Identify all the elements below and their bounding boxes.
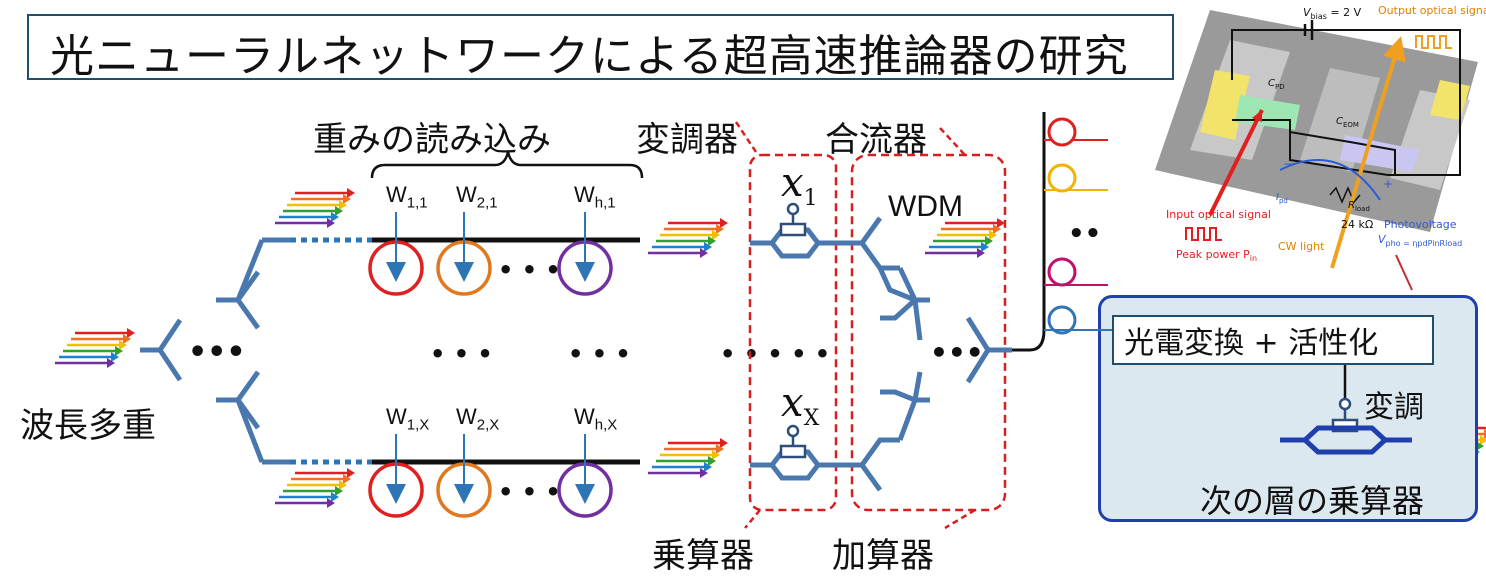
combiner-label: 合流器 [825, 120, 927, 160]
electrode-pad-bottom [786, 424, 800, 438]
ring-filter [1047, 305, 1077, 335]
svg-text:−: − [1283, 157, 1293, 171]
ellipsis-left: ••• [188, 335, 246, 370]
multiplier-leader [744, 509, 761, 529]
v-pho-label: Vpho = ηpdPinRload [1378, 233, 1463, 249]
ellipsis-mid-1: • • • [430, 340, 493, 368]
modulation-label: 変調 [1364, 390, 1424, 425]
next-layer-label: 次の層の乗算器 [1200, 482, 1425, 520]
ellipsis-combiner: ••• [930, 336, 984, 369]
multiplier-label: 乗算器 [652, 536, 754, 576]
input-xx-label: xX [781, 380, 820, 431]
ring-filter [1047, 163, 1077, 193]
weight-brace [370, 151, 644, 179]
peak-power-label: Peak power Pin [1176, 248, 1258, 264]
output-signal-label: Output optical signal [1378, 4, 1486, 17]
weight-label-2-1: W2,1 [456, 182, 498, 212]
weight-arrows [386, 212, 595, 504]
electrode-bottom [779, 444, 807, 459]
multiwavelength-input-top [273, 186, 359, 230]
svg-text:+: + [1383, 177, 1393, 191]
ellipsis-mid-3: • • • • • [720, 340, 830, 368]
adder-label: 加算器 [832, 536, 934, 576]
page-title: 光ニューラルネットワークによる超高速推論器の研究 [50, 31, 1129, 82]
i-pd-label: Ipd [1276, 192, 1288, 205]
multiwavelength-input-bottom [273, 466, 359, 510]
adder-leader [944, 508, 976, 530]
splitter-tree [140, 237, 290, 465]
multiwavelength-mod-bottom [646, 436, 732, 480]
ellipsis-rings-top: • • • [498, 256, 561, 284]
multiwavelength-wdm [923, 216, 1009, 260]
weight-label-2-x: W2,X [456, 404, 500, 434]
multiplexing-label: 波長多重 [20, 406, 156, 446]
weight-label-h-1: Wh,1 [574, 182, 616, 212]
weight-load-label: 重みの読み込み [313, 120, 551, 160]
conversion-label: 光電変換 + 活性化 [1124, 326, 1379, 361]
r-load-label: Rload [1348, 200, 1370, 213]
v-bias-label: Vbias = 2 V [1303, 6, 1362, 22]
combiner-tree [840, 216, 1012, 492]
input-signal-label: Input optical signal [1166, 208, 1271, 221]
multiwavelength-input-left [53, 326, 139, 370]
multiplier-region [748, 153, 838, 512]
title-box [27, 14, 1174, 80]
wdm-label: WDM [888, 190, 963, 223]
r-value-label: 24 kΩ [1341, 218, 1374, 231]
electrode-top [779, 222, 807, 237]
cw-light-label: CW light [1278, 240, 1325, 253]
modulator-leader [734, 121, 760, 156]
multiwavelength-mod-top [646, 216, 732, 260]
ellipsis-rings-bottom: • • • [498, 478, 561, 506]
weight-label-1-1: W1,1 [386, 182, 428, 212]
c-eom-label: CEOM [1336, 116, 1359, 129]
c-pd-label: CPD [1268, 78, 1285, 91]
conversion-box [1112, 315, 1434, 365]
ellipsis-mid-2: • • • [568, 340, 631, 368]
photovoltage-label: Photovoltage [1384, 218, 1457, 231]
ring-filter [1047, 257, 1077, 287]
combiner-leader [939, 127, 966, 156]
demux-trunk [1012, 112, 1046, 352]
weight-label-1-x: W1,X [386, 404, 430, 434]
weight-label-h-x: Wh,X [574, 404, 618, 434]
inset-pointer [1395, 254, 1413, 291]
ring-filter [1047, 117, 1077, 147]
device-micrograph [1155, 10, 1478, 232]
electrode-pad-top [786, 202, 800, 216]
input-x1-label: x1 [781, 160, 818, 211]
ellipsis-demux: •• [1068, 219, 1101, 249]
modulator-label: 変調器 [636, 120, 738, 160]
